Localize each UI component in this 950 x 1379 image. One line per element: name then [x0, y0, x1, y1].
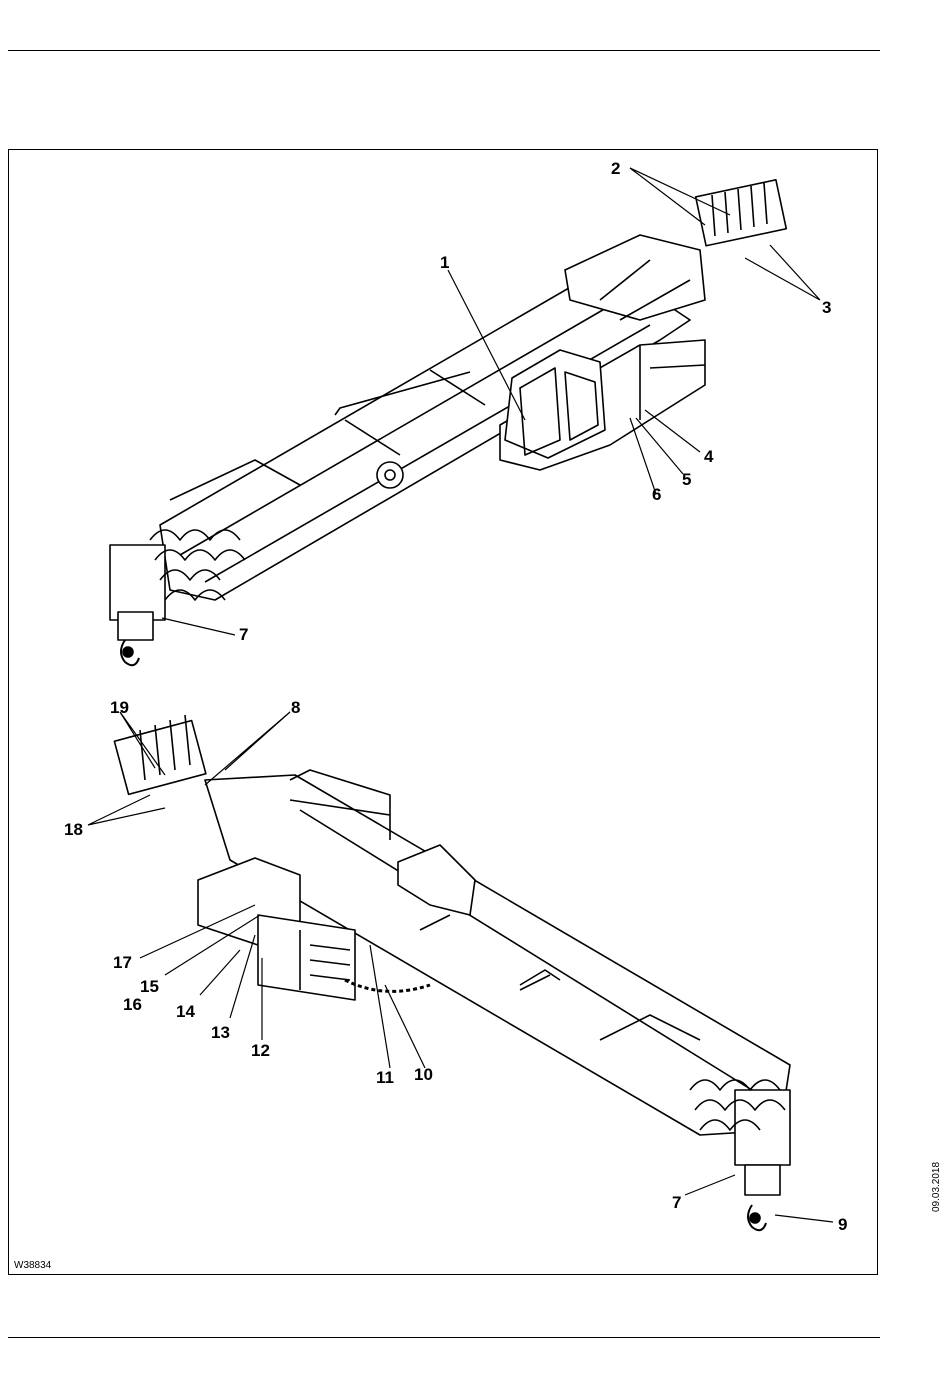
- figure-id: W38834: [14, 1260, 52, 1271]
- callout-18: 18: [64, 820, 83, 839]
- callout-6: 6: [652, 485, 661, 504]
- upper-winch-drum: [377, 462, 403, 488]
- callout-11: 11: [376, 1068, 394, 1087]
- callout-8: 8: [291, 698, 300, 717]
- callout-13: 13: [211, 1023, 230, 1042]
- callout-7a: 7: [239, 625, 248, 644]
- callout-15: 15: [140, 977, 159, 996]
- callout-19: 19: [110, 698, 129, 717]
- callout-5: 5: [682, 470, 691, 489]
- lower-rear-winch: [114, 715, 206, 794]
- callout-3: 3: [822, 298, 831, 317]
- callout-17: 17: [113, 953, 132, 972]
- callout-9: 9: [838, 1215, 847, 1234]
- callout-1: 1: [440, 253, 449, 272]
- callout-10: 10: [414, 1065, 433, 1084]
- upper-rear-winch: [696, 180, 787, 246]
- lower-crane-drawing: [114, 715, 790, 1230]
- callout-14: 14: [176, 1002, 195, 1021]
- callout-4: 4: [704, 447, 714, 466]
- callout-12: 12: [251, 1041, 270, 1060]
- callout-16: 16: [123, 995, 142, 1014]
- callout-2: 2: [611, 159, 620, 178]
- upper-hook-block: [118, 612, 153, 665]
- lower-hook-block: [745, 1165, 780, 1230]
- lower-counterweight: [258, 915, 355, 1000]
- callout-7b: 7: [672, 1193, 681, 1212]
